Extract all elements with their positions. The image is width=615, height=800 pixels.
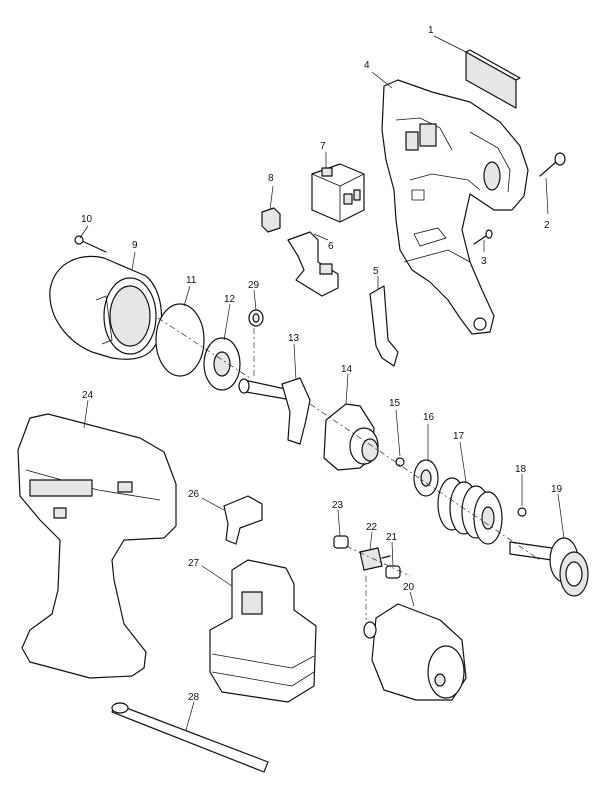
callout-27: 27 — [188, 558, 200, 569]
part-27-battery — [209, 559, 317, 703]
callout-19: 19 — [551, 484, 563, 495]
callout-18: 18 — [515, 464, 527, 475]
callout-28: 28 — [188, 692, 200, 703]
callout-11: 11 — [186, 275, 197, 286]
part-4-housing-half — [381, 79, 529, 335]
callout-15: 15 — [389, 398, 401, 409]
part-29-washer — [248, 309, 264, 327]
callout-9: 9 — [132, 240, 138, 251]
part-20-motor — [363, 603, 467, 701]
part-23-bushing — [333, 535, 349, 549]
callout-5: 5 — [373, 266, 379, 277]
part-22-pinion — [359, 547, 391, 571]
part-24-housing — [17, 413, 177, 679]
part-19-anvil — [509, 537, 589, 597]
callout-20: 20 — [403, 582, 415, 593]
callout-1: 1 — [428, 25, 434, 36]
part-14-hammer — [323, 403, 379, 471]
part-5-clip — [369, 285, 399, 367]
assembly-axis-lines — [157, 317, 541, 620]
part-13-spindle — [238, 377, 311, 445]
callout-3: 3 — [481, 256, 487, 267]
callout-17: 17 — [453, 431, 465, 442]
part-9-front-cover — [49, 256, 163, 360]
callout-16: 16 — [423, 412, 435, 423]
callout-10: 10 — [81, 214, 93, 225]
part-7-switch — [311, 163, 365, 223]
part-11-disc — [155, 303, 205, 377]
part-2-screw — [539, 152, 566, 177]
callout-29: 29 — [248, 280, 260, 291]
callout-2: 2 — [544, 220, 550, 231]
callout-26: 26 — [188, 489, 200, 500]
part-6-bracket — [287, 231, 339, 297]
part-17-spring — [437, 477, 503, 545]
part-3-screw — [473, 229, 493, 245]
part-1-label-plate — [465, 49, 521, 109]
callout-4: 4 — [364, 60, 370, 71]
part-26-terminal — [223, 495, 263, 545]
part-16-washer — [413, 459, 439, 497]
leader-lines — [79, 35, 565, 731]
part-18-ball — [517, 507, 527, 517]
callout-24: 24 — [82, 390, 94, 401]
callout-numbers: 1 2 3 4 5 6 7 8 9 10 11 12 13 14 15 16 1… — [81, 25, 563, 703]
callout-13: 13 — [288, 333, 300, 344]
callout-21: 21 — [386, 532, 398, 543]
callout-14: 14 — [341, 364, 353, 375]
part-10-screw — [74, 235, 107, 253]
part-8-block — [261, 207, 281, 233]
part-28-strap — [111, 702, 269, 773]
callout-7: 7 — [320, 141, 326, 152]
callout-8: 8 — [268, 173, 274, 184]
callout-23: 23 — [332, 500, 344, 511]
callout-22: 22 — [366, 522, 378, 533]
part-12-washer — [203, 337, 241, 391]
callout-12: 12 — [224, 294, 236, 305]
callout-6: 6 — [328, 241, 334, 252]
